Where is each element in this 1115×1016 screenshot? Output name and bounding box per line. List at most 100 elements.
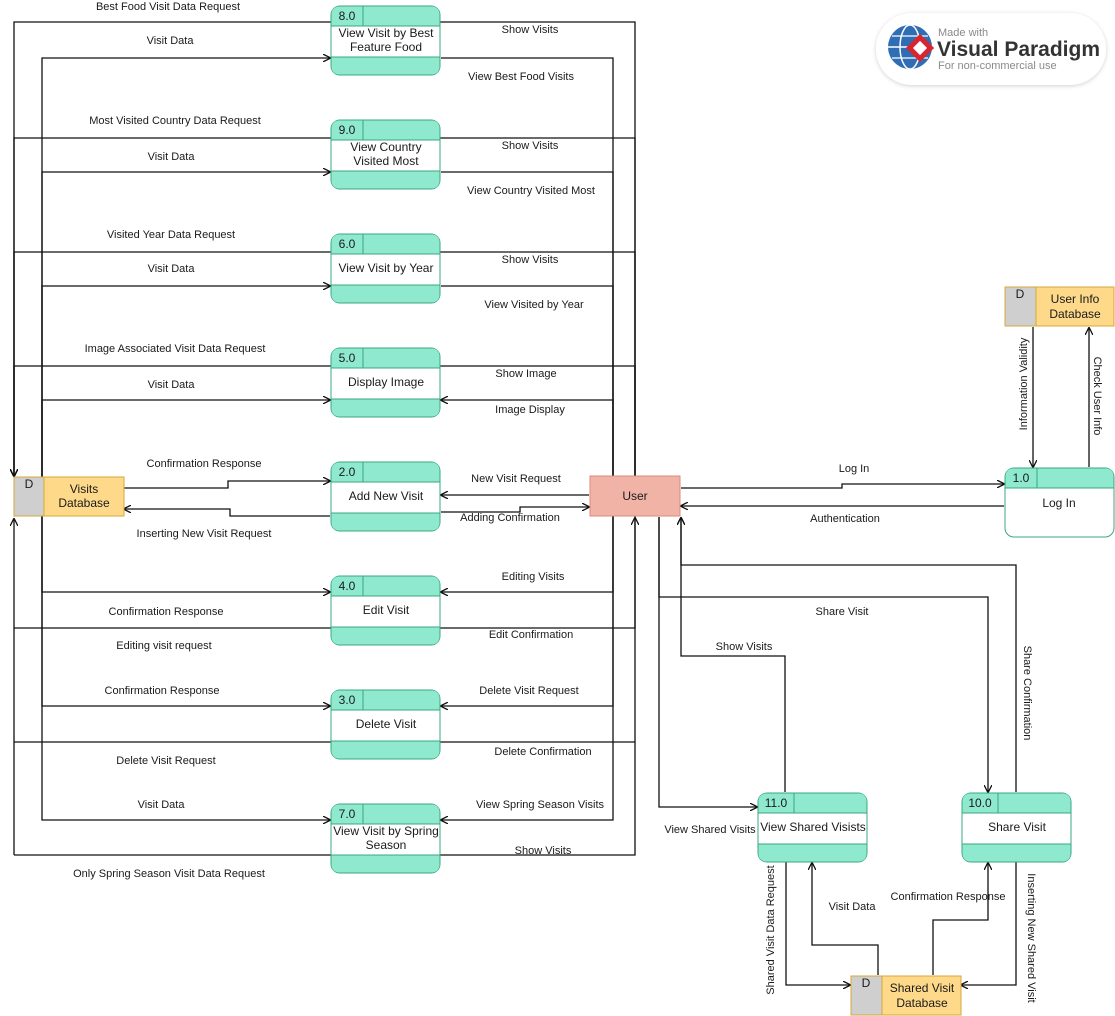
store-title: User Info [1051, 292, 1100, 306]
process-9[interactable]: 9.0 View Country Visited Most [330, 119, 441, 190]
flow-view-shared-visits [658, 517, 757, 807]
process-title: Display Image [348, 375, 424, 389]
flow-label: View Shared Visits [664, 824, 756, 836]
flow-label: Image Display [495, 404, 565, 416]
process-title: Share Visit [988, 820, 1046, 834]
flow-show-visits-6 [441, 285, 614, 480]
flow-label: Confirmation Response [891, 891, 1006, 903]
flow-delete-visit-request-user [441, 516, 614, 706]
flow-label: View Best Food Visits [468, 71, 574, 83]
flow-label: Adding Confirmation [460, 512, 560, 524]
flow-label: View Spring Season Visits [476, 799, 604, 811]
flow-label: View Country Visited Most [467, 185, 595, 197]
process-title: Feature Food [350, 40, 422, 54]
flow-label: Editing visit request [116, 640, 211, 652]
process-number: 5.0 [339, 351, 356, 365]
data-store-user-info[interactable]: D User Info Database [1004, 286, 1115, 327]
flow-show-visits-8 [441, 57, 614, 480]
process-number: 7.0 [339, 807, 356, 821]
flow-label: Check User Info [1091, 357, 1103, 436]
flow-label: Authentication [810, 513, 880, 525]
process-number: 2.0 [339, 465, 356, 479]
process-number: 3.0 [339, 693, 356, 707]
flow-confirmation-response-shared [932, 863, 988, 975]
flow-label: Image Associated Visit Data Request [85, 343, 266, 355]
flow-label: Shared Visit Data Request [765, 865, 777, 994]
process-title: View Visit by Year [339, 261, 434, 275]
flow-log-in [681, 484, 1004, 489]
process-title: Log In [1042, 496, 1075, 510]
process-number: 4.0 [339, 579, 356, 593]
process-title: View Shared Visists [760, 820, 866, 834]
flow-label: Confirmation Response [109, 606, 224, 618]
flow-inserting-new-visit [124, 509, 330, 517]
process-title: View Country [350, 140, 421, 154]
process-6[interactable]: 6.0 View Visit by Year [330, 233, 441, 304]
process-number: 1.0 [1013, 471, 1030, 485]
flow-view-spring [441, 516, 614, 820]
flow-label: Inserting New Visit Request [137, 528, 272, 540]
flow-share-visit [658, 517, 988, 792]
store-id: D [862, 976, 871, 990]
flow-image-request [14, 365, 636, 480]
flow-label: Log In [839, 463, 870, 475]
process-4[interactable]: 4.0 Edit Visit [330, 575, 441, 646]
flow-label: Show Image [495, 368, 556, 380]
process-number: 11.0 [765, 796, 788, 810]
data-store-visits[interactable]: D Visits Database [13, 476, 125, 517]
flow-adding-confirmation [441, 507, 589, 513]
flow-label: View Visited by Year [484, 299, 584, 311]
store-id: D [25, 477, 34, 491]
flow-confirmation-response-2 [124, 481, 330, 489]
flow-label: Show Visits [502, 24, 559, 36]
flow-label: Editing Visits [502, 571, 565, 583]
process-title: Delete Visit [356, 717, 417, 731]
flow-show-visits-11 [681, 518, 786, 792]
flow-label: Visit Data [138, 799, 186, 811]
process-number: 10.0 [968, 796, 992, 810]
flow-label: Share Visit [816, 606, 869, 618]
visual-paradigm-logo-icon [888, 24, 935, 70]
process-7[interactable]: 7.0 View Visit by Spring Season [330, 803, 441, 874]
external-entity-user[interactable]: User [589, 475, 681, 517]
process-1[interactable]: 1.0 Log In [1004, 467, 1115, 538]
flow-label: New Visit Request [471, 473, 561, 485]
store-id: D [1016, 287, 1025, 301]
flow-label: Visited Year Data Request [107, 229, 235, 241]
process-8[interactable]: 8.0 View Visit by Best Feature Food [330, 5, 441, 76]
process-5[interactable]: 5.0 Display Image [330, 347, 441, 418]
flow-label: Delete Visit Request [479, 685, 578, 697]
flow-label: Inserting New Shared Visit [1025, 873, 1037, 1002]
flow-label: Show Visits [502, 140, 559, 152]
flow-show-visits-7 [14, 518, 635, 856]
flow-share-confirmation [681, 518, 1017, 792]
flow-inserting-new-shared [961, 862, 1017, 985]
process-2[interactable]: 2.0 Add New Visit [330, 461, 441, 532]
flow-label: Visit Data [147, 35, 195, 47]
flow-label: Visit Data [829, 901, 877, 913]
store-title: Visits [70, 482, 98, 496]
flow-label: Show Visits [716, 641, 773, 653]
flow-label: Show Visits [502, 254, 559, 266]
data-store-shared-visit[interactable]: D Shared Visit Database [850, 975, 962, 1016]
flow-label: Show Visits [515, 845, 572, 857]
process-11[interactable]: 11.0 View Shared Visists [757, 792, 868, 863]
connectors [14, 21, 1089, 985]
flow-label: Delete Confirmation [494, 746, 591, 758]
flow-visit-data-9 [41, 172, 330, 478]
process-title: Visited Most [353, 154, 419, 168]
flow-show-visits-9 [441, 171, 614, 480]
flow-visit-data-shared [812, 863, 879, 975]
process-10[interactable]: 10.0 Share Visit [961, 792, 1072, 863]
flow-label: Only Spring Season Visit Data Request [73, 868, 265, 880]
process-title: Edit Visit [363, 603, 410, 617]
flow-visit-data-7 [41, 516, 330, 820]
process-3[interactable]: 3.0 Delete Visit [330, 689, 441, 760]
flow-label: Share Confirmation [1021, 646, 1033, 741]
store-title: Database [896, 996, 948, 1010]
flow-label: Confirmation Response [147, 458, 262, 470]
entity-label: User [622, 489, 647, 503]
process-number: 9.0 [339, 123, 356, 137]
flow-visit-data-5 [41, 400, 330, 478]
flow-label: Most Visited Country Data Request [89, 115, 261, 127]
